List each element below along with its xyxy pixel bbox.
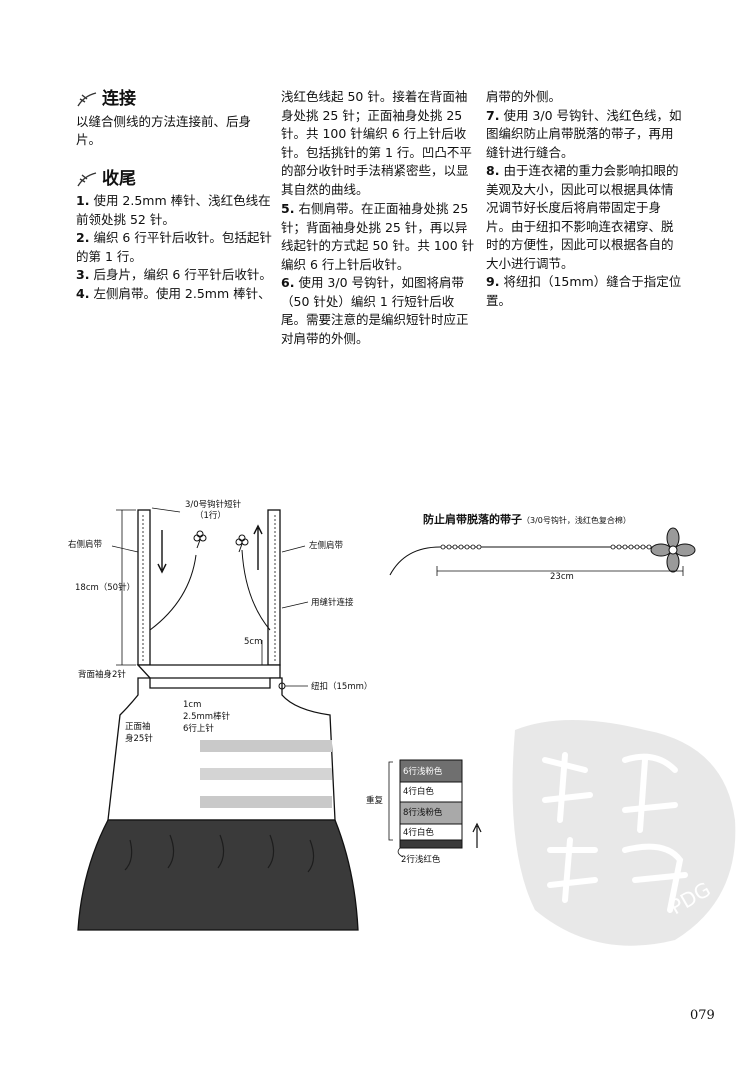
strap-band-length: 23cm	[550, 572, 574, 582]
stripe-row-3: 8行浅粉色	[403, 808, 443, 818]
step-7: 7. 使用 3/0 号钩针、浅红色线，如图编织防止肩带脱落的带子，再用缝针进行缝…	[486, 107, 682, 160]
stripe-repeat: 重复	[366, 796, 384, 806]
strap-band-title: 防止肩带脱落的带子	[423, 513, 522, 526]
strap-band-note: （3/0号钩针，浅红色复合棉）	[522, 516, 631, 525]
label-sew: 用缝针连接	[311, 598, 354, 608]
flower-icon	[193, 530, 207, 549]
stripe-row-2: 4行白色	[403, 787, 434, 797]
right-strap	[137, 509, 151, 666]
column-2b: 5. 右侧肩带。在正面袖身处挑 25 针；背面袖身处挑 25 针，再以异线起针的…	[281, 200, 477, 348]
column-3: 肩带的外侧。 7. 使用 3/0 号钩针、浅红色线，如图编织防止肩带脱落的带子，…	[486, 88, 682, 310]
strap-band-diagram	[389, 527, 696, 576]
label-left-strap: 左侧肩带	[309, 541, 344, 551]
label-5cm: 5cm	[244, 637, 263, 647]
flower-icon	[235, 534, 249, 553]
stripe-row-1: 6行浅粉色	[403, 767, 443, 777]
label-crochet-rows: （1行）	[195, 511, 226, 521]
left-strap	[267, 509, 281, 666]
label-back-sleeve: 背面袖身2针	[78, 670, 126, 680]
stripe-bottom: 2行浅红色	[401, 855, 441, 865]
stripe-legend	[388, 759, 482, 858]
needle-deco-icon	[77, 92, 97, 107]
step-4-cont: 4. 左侧肩带。使用 2.5mm 棒针、浅红色线起 50 针。接着在背面袖身处挑…	[281, 89, 472, 197]
dress-diagram	[77, 507, 359, 931]
label-needle: 2.5mm棒针	[183, 712, 231, 722]
step-8: 8. 由于连衣裙的重力会影响扣眼的美观及大小，因此可以根据具体情况调节好长度后将…	[486, 163, 679, 271]
label-1cm: 1cm	[183, 700, 202, 710]
label-front-sleeve-1: 正面袖	[125, 722, 151, 732]
watermark-seal: PDG	[512, 720, 736, 946]
step-2: 2. 编织 6 行平针后收针。包括起针的第 1 行。	[76, 230, 272, 264]
label-right-strap: 右侧肩带	[68, 540, 103, 550]
step-1: 1. 使用 2.5mm 棒针、浅红色线在前领处挑 52 针。	[76, 193, 271, 227]
strap-band-title-row: 防止肩带脱落的带子（3/0号钩针，浅红色复合棉）	[423, 511, 631, 527]
section-heading-connect: 连接	[76, 90, 272, 109]
step-3: 3. 后身片，编织 6 行平针后收针。	[76, 267, 272, 282]
label-crochet: 3/0号钩针短针	[185, 500, 242, 510]
column-1: 连接 以缝合侧线的方法连接前、后身片。 收尾 1. 使用 2.5mm 棒针、浅红…	[76, 88, 272, 303]
flower-button-icon	[650, 527, 696, 573]
step-6: 6. 使用 3/0 号钩针，如图将肩带（50 针处）编织 1 行短针后收尾。需要…	[281, 275, 469, 346]
step-9: 9. 将纽扣（15mm）缝合于指定位置。	[486, 274, 682, 308]
section-heading-finish: 收尾	[76, 168, 272, 189]
needle-deco-icon	[77, 172, 97, 187]
skirt	[77, 819, 359, 931]
step-4: 4. 左侧肩带。使用 2.5mm 棒针、浅红色线起 50 针。接着在背面袖身处挑…	[76, 285, 271, 301]
step-5: 5. 右侧肩带。在正面袖身处挑 25 针；背面袖身处挑 25 针，再以异线起针的…	[281, 201, 475, 272]
finish-title: 收尾	[102, 168, 136, 189]
label-button: 纽扣（15mm）	[311, 682, 373, 692]
page-number: 079	[690, 1008, 715, 1023]
connect-title: 连接	[102, 89, 136, 109]
connect-body: 以缝合侧线的方法连接前、后身片。	[76, 113, 252, 148]
label-six-rows: 6行上针	[183, 724, 214, 734]
step-6-end: 肩带的外侧。	[486, 89, 562, 104]
stripe-row-4: 4行白色	[403, 828, 434, 838]
column-2: 4. 左侧肩带。使用 2.5mm 棒针、浅红色线起 50 针。接着在背面袖身处挑…	[281, 88, 477, 292]
label-front-sleeve-2: 身25针	[125, 734, 153, 744]
label-strap-length: 18cm（50针）	[75, 583, 136, 593]
